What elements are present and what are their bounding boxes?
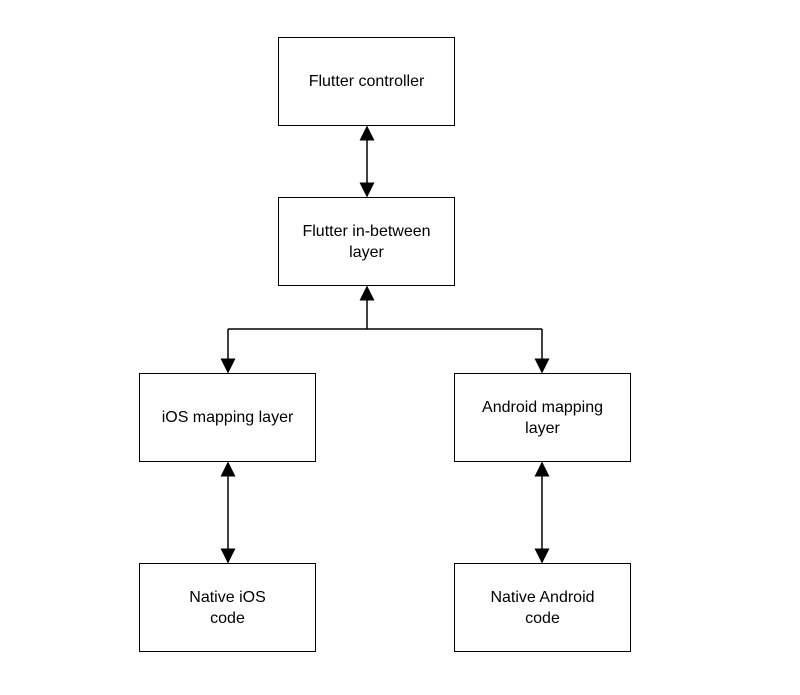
node-native-android-code: Native Android code [454, 563, 631, 652]
node-label: Android mapping layer [482, 398, 603, 437]
node-ios-mapping-layer: iOS mapping layer [139, 373, 316, 462]
node-label: Flutter in-between layer [302, 222, 431, 261]
node-label: Native iOS code [189, 588, 266, 627]
node-label: iOS mapping layer [161, 409, 294, 426]
node-label: Native Android code [490, 588, 595, 627]
node-native-ios-code: Native iOS code [139, 563, 316, 652]
node-flutter-in-between-layer: Flutter in-between layer [278, 197, 455, 286]
node-android-mapping-layer: Android mapping layer [454, 373, 631, 462]
node-label: Flutter controller [308, 73, 425, 90]
node-flutter-controller: Flutter controller [278, 37, 455, 126]
